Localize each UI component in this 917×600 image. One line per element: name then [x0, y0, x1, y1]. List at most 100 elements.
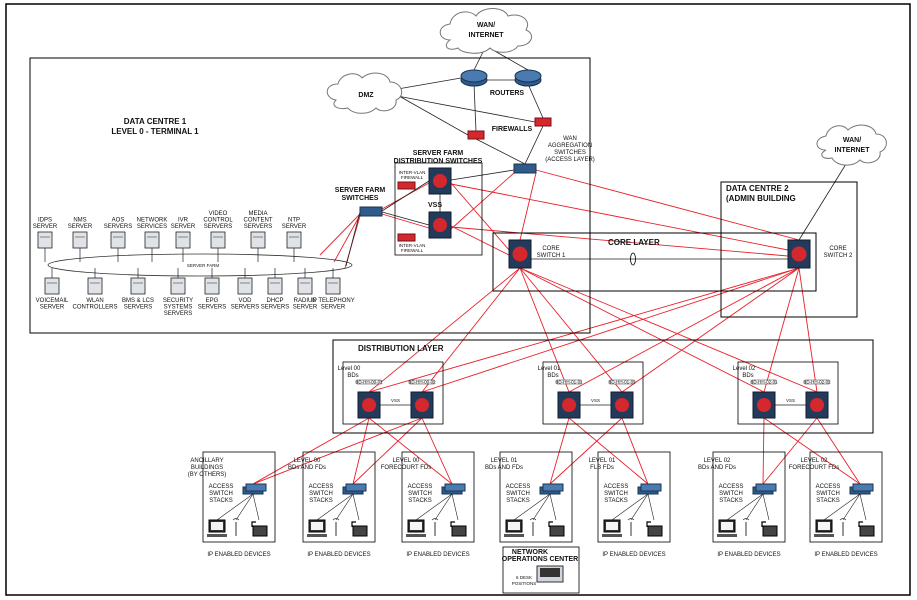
link-line — [798, 163, 847, 241]
link-line — [421, 267, 521, 393]
phone-handset-icon — [858, 521, 863, 527]
core1-line2: SWITCH 1 — [537, 253, 566, 259]
data-centre-1-box — [29, 57, 591, 334]
phone-handset-icon — [351, 521, 356, 527]
server-label: IDPS — [38, 218, 52, 224]
dmz-label: DMZ — [358, 92, 374, 99]
wan-internet-cloud-top: WAN/ INTERNET — [439, 8, 533, 54]
link-line — [763, 417, 861, 485]
link-line — [450, 226, 789, 257]
access-stack-label: SWITCH — [719, 491, 743, 497]
link-line — [450, 169, 515, 181]
access-box-frame — [302, 451, 376, 543]
wan-top-line1: WAN/ — [477, 22, 495, 29]
link-line — [391, 77, 462, 91]
switch-hub-icon — [415, 398, 429, 412]
sf-switches-line2: SWITCHES — [342, 195, 379, 202]
server-label: VOICEMAIL — [36, 298, 69, 304]
server-icon — [204, 277, 220, 295]
link-line — [568, 267, 800, 393]
link-line — [519, 267, 623, 393]
router-icon — [460, 69, 488, 83]
link-line — [535, 169, 800, 241]
switch-hub-icon — [562, 398, 576, 412]
switch-id-tag — [804, 379, 830, 385]
server-label: SERVER — [282, 224, 307, 230]
intervlan-bottom-line1: INTER-VLAN — [399, 243, 426, 248]
core-layer-label: CORE LAYER — [608, 238, 660, 247]
switch-id-label: BD-HH-00-02 — [408, 380, 436, 385]
ip-devices-label: IP ENABLED DEVICES — [717, 552, 780, 558]
computer-screen-icon — [508, 522, 520, 530]
device-link — [611, 493, 649, 521]
core-link-bundle-icon — [630, 252, 636, 266]
link-line — [519, 267, 818, 393]
switch-hub-icon — [757, 398, 771, 412]
dist-group-title: Level 00 — [338, 366, 361, 372]
keyboard-icon — [814, 534, 834, 537]
switch-id-label: BD-HH-02-02 — [803, 380, 831, 385]
dc2-subtitle: (ADMIN BUILDING — [726, 194, 796, 203]
server-label: DHCP — [266, 298, 283, 304]
access-stack-label: STACKS — [309, 498, 333, 504]
wifi-signal-icon — [332, 518, 340, 521]
server-label: BMS & LCS — [122, 298, 154, 304]
server-icon — [237, 277, 253, 295]
link-line — [621, 267, 800, 393]
ip-devices-label: IP ENABLED DEVICES — [406, 552, 469, 558]
server-icon — [37, 231, 53, 249]
server-farm-label: SERVER FARM — [187, 263, 219, 268]
server-label: SERVERS — [261, 305, 290, 311]
ip-phone-icon — [549, 525, 565, 537]
server-label: SERVERS — [231, 305, 260, 311]
link-line — [527, 83, 544, 119]
core-switch-hub-icon — [791, 246, 807, 262]
intervlan-firewall-icon — [397, 233, 416, 242]
keyboard-icon — [504, 534, 524, 537]
link-line — [450, 183, 789, 251]
device-link — [415, 493, 453, 521]
distribution-layer-box — [332, 339, 874, 434]
intervlan-firewall-icon — [397, 181, 416, 190]
link-line — [450, 172, 515, 230]
switch-id-tag — [609, 379, 635, 385]
ip-devices-label: IP ENABLED DEVICES — [602, 552, 665, 558]
wifi-signal-icon — [232, 518, 240, 521]
server-label: SERVER — [33, 224, 58, 230]
vss-label: VSS — [786, 398, 795, 403]
vss-label: VSS — [391, 398, 400, 403]
access-box-title: BDs AND FDs — [485, 465, 523, 471]
ip-phone-icon — [859, 525, 875, 537]
core-layer-box — [492, 232, 817, 292]
computer-screen-icon — [818, 522, 830, 530]
device-link — [252, 493, 260, 521]
server-label: NTP — [288, 218, 300, 224]
keyboard-icon — [207, 534, 227, 537]
vss-label: VSS — [591, 398, 600, 403]
link-line — [475, 138, 526, 165]
noc-line1: NETWORK — [512, 549, 548, 556]
link-line — [473, 83, 477, 132]
keyboard-icon — [717, 534, 737, 537]
server-icon — [130, 277, 146, 295]
link-line — [450, 182, 510, 251]
noc-screen-icon — [540, 568, 560, 577]
access-box-frame — [597, 451, 671, 543]
link-line — [549, 417, 623, 485]
switch-id-label: BD-HH-01-01 — [555, 380, 583, 385]
link-line — [368, 267, 800, 393]
server-icon — [210, 231, 226, 249]
switch-id-tag — [556, 379, 582, 385]
routers-group: ROUTERS — [460, 69, 542, 97]
access-stack-label: STACKS — [719, 498, 743, 504]
switch-id-label: BD-HH-01-02 — [608, 380, 636, 385]
wan-agg-line1: WAN — [563, 136, 577, 142]
